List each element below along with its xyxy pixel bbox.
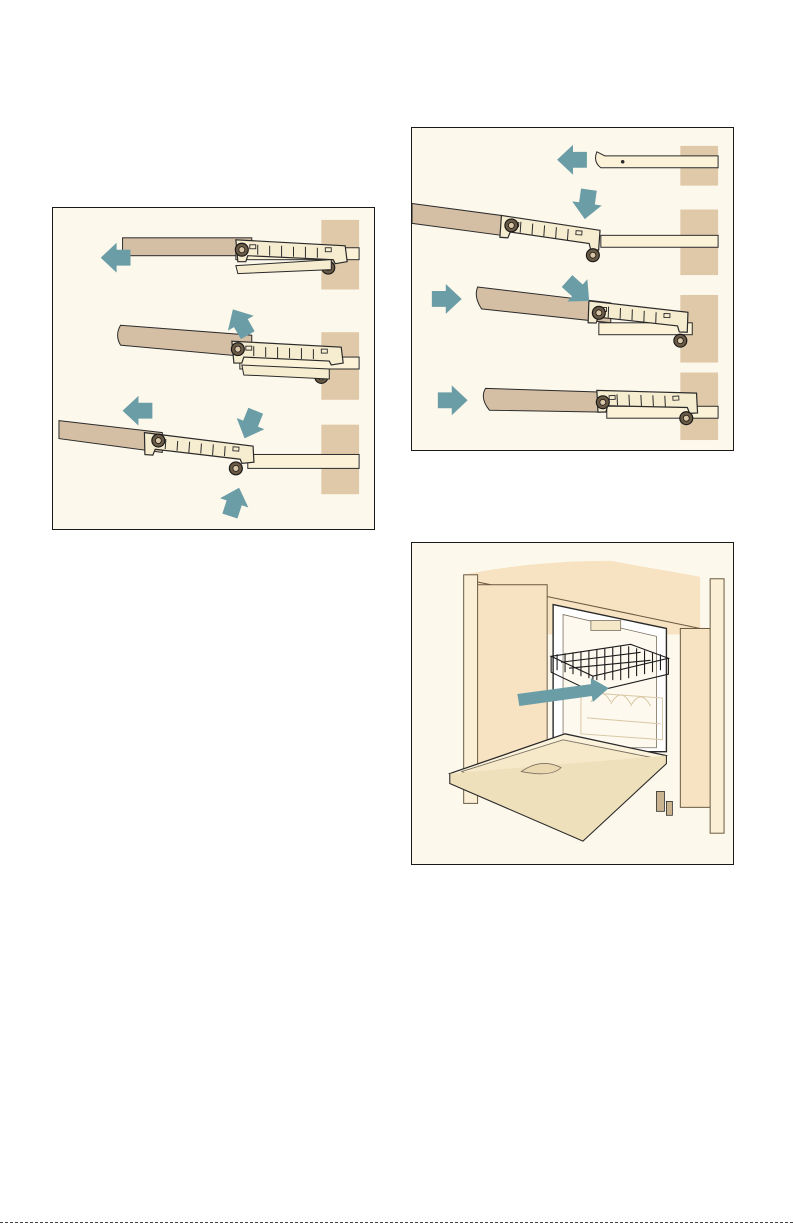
insertion-step-3 (432, 270, 692, 347)
press-up-arrow-icon (216, 483, 254, 521)
pull-left-arrow-icon (123, 396, 153, 426)
rack-rail-removal-figure (52, 207, 375, 530)
page-trim-line (0, 1222, 793, 1223)
push-right-arrow-icon (432, 284, 462, 314)
dishwasher-rack-pullout-figure (411, 542, 734, 865)
insertion-step-4 (438, 385, 718, 424)
rail-clip-removal-illustration (53, 208, 374, 529)
press-down-arrow-icon (570, 188, 604, 222)
left-cabinet (470, 585, 548, 764)
press-down-arrow-icon (231, 405, 270, 444)
push-right-arrow-icon (438, 385, 468, 415)
rail-clip-insertion-illustration (412, 128, 733, 450)
slide-left-arrow-icon (557, 145, 587, 175)
dishwasher-open-door-illustration (412, 543, 733, 864)
removal-step-3 (59, 396, 359, 521)
rack-rail-insertion-figure (411, 127, 734, 451)
removal-step-1 (101, 238, 359, 274)
insertion-step-2 (412, 188, 718, 262)
